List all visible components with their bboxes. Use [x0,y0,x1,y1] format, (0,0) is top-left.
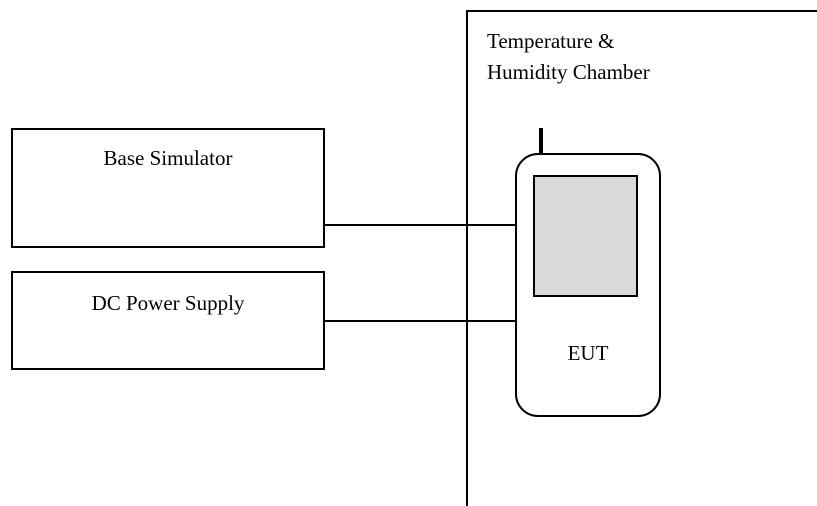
chamber-label: Temperature & Humidity Chamber [487,26,650,88]
chamber-label-line2: Humidity Chamber [487,60,650,84]
eut-label: EUT [567,341,609,365]
dc-power-supply-box [11,271,325,370]
chamber-label-line1: Temperature & [487,29,615,53]
base-simulator-box [11,128,325,248]
dc-power-supply-label: DC Power Supply [91,291,245,315]
base-simulator-label: Base Simulator [103,146,233,170]
eut-screen [533,175,638,297]
